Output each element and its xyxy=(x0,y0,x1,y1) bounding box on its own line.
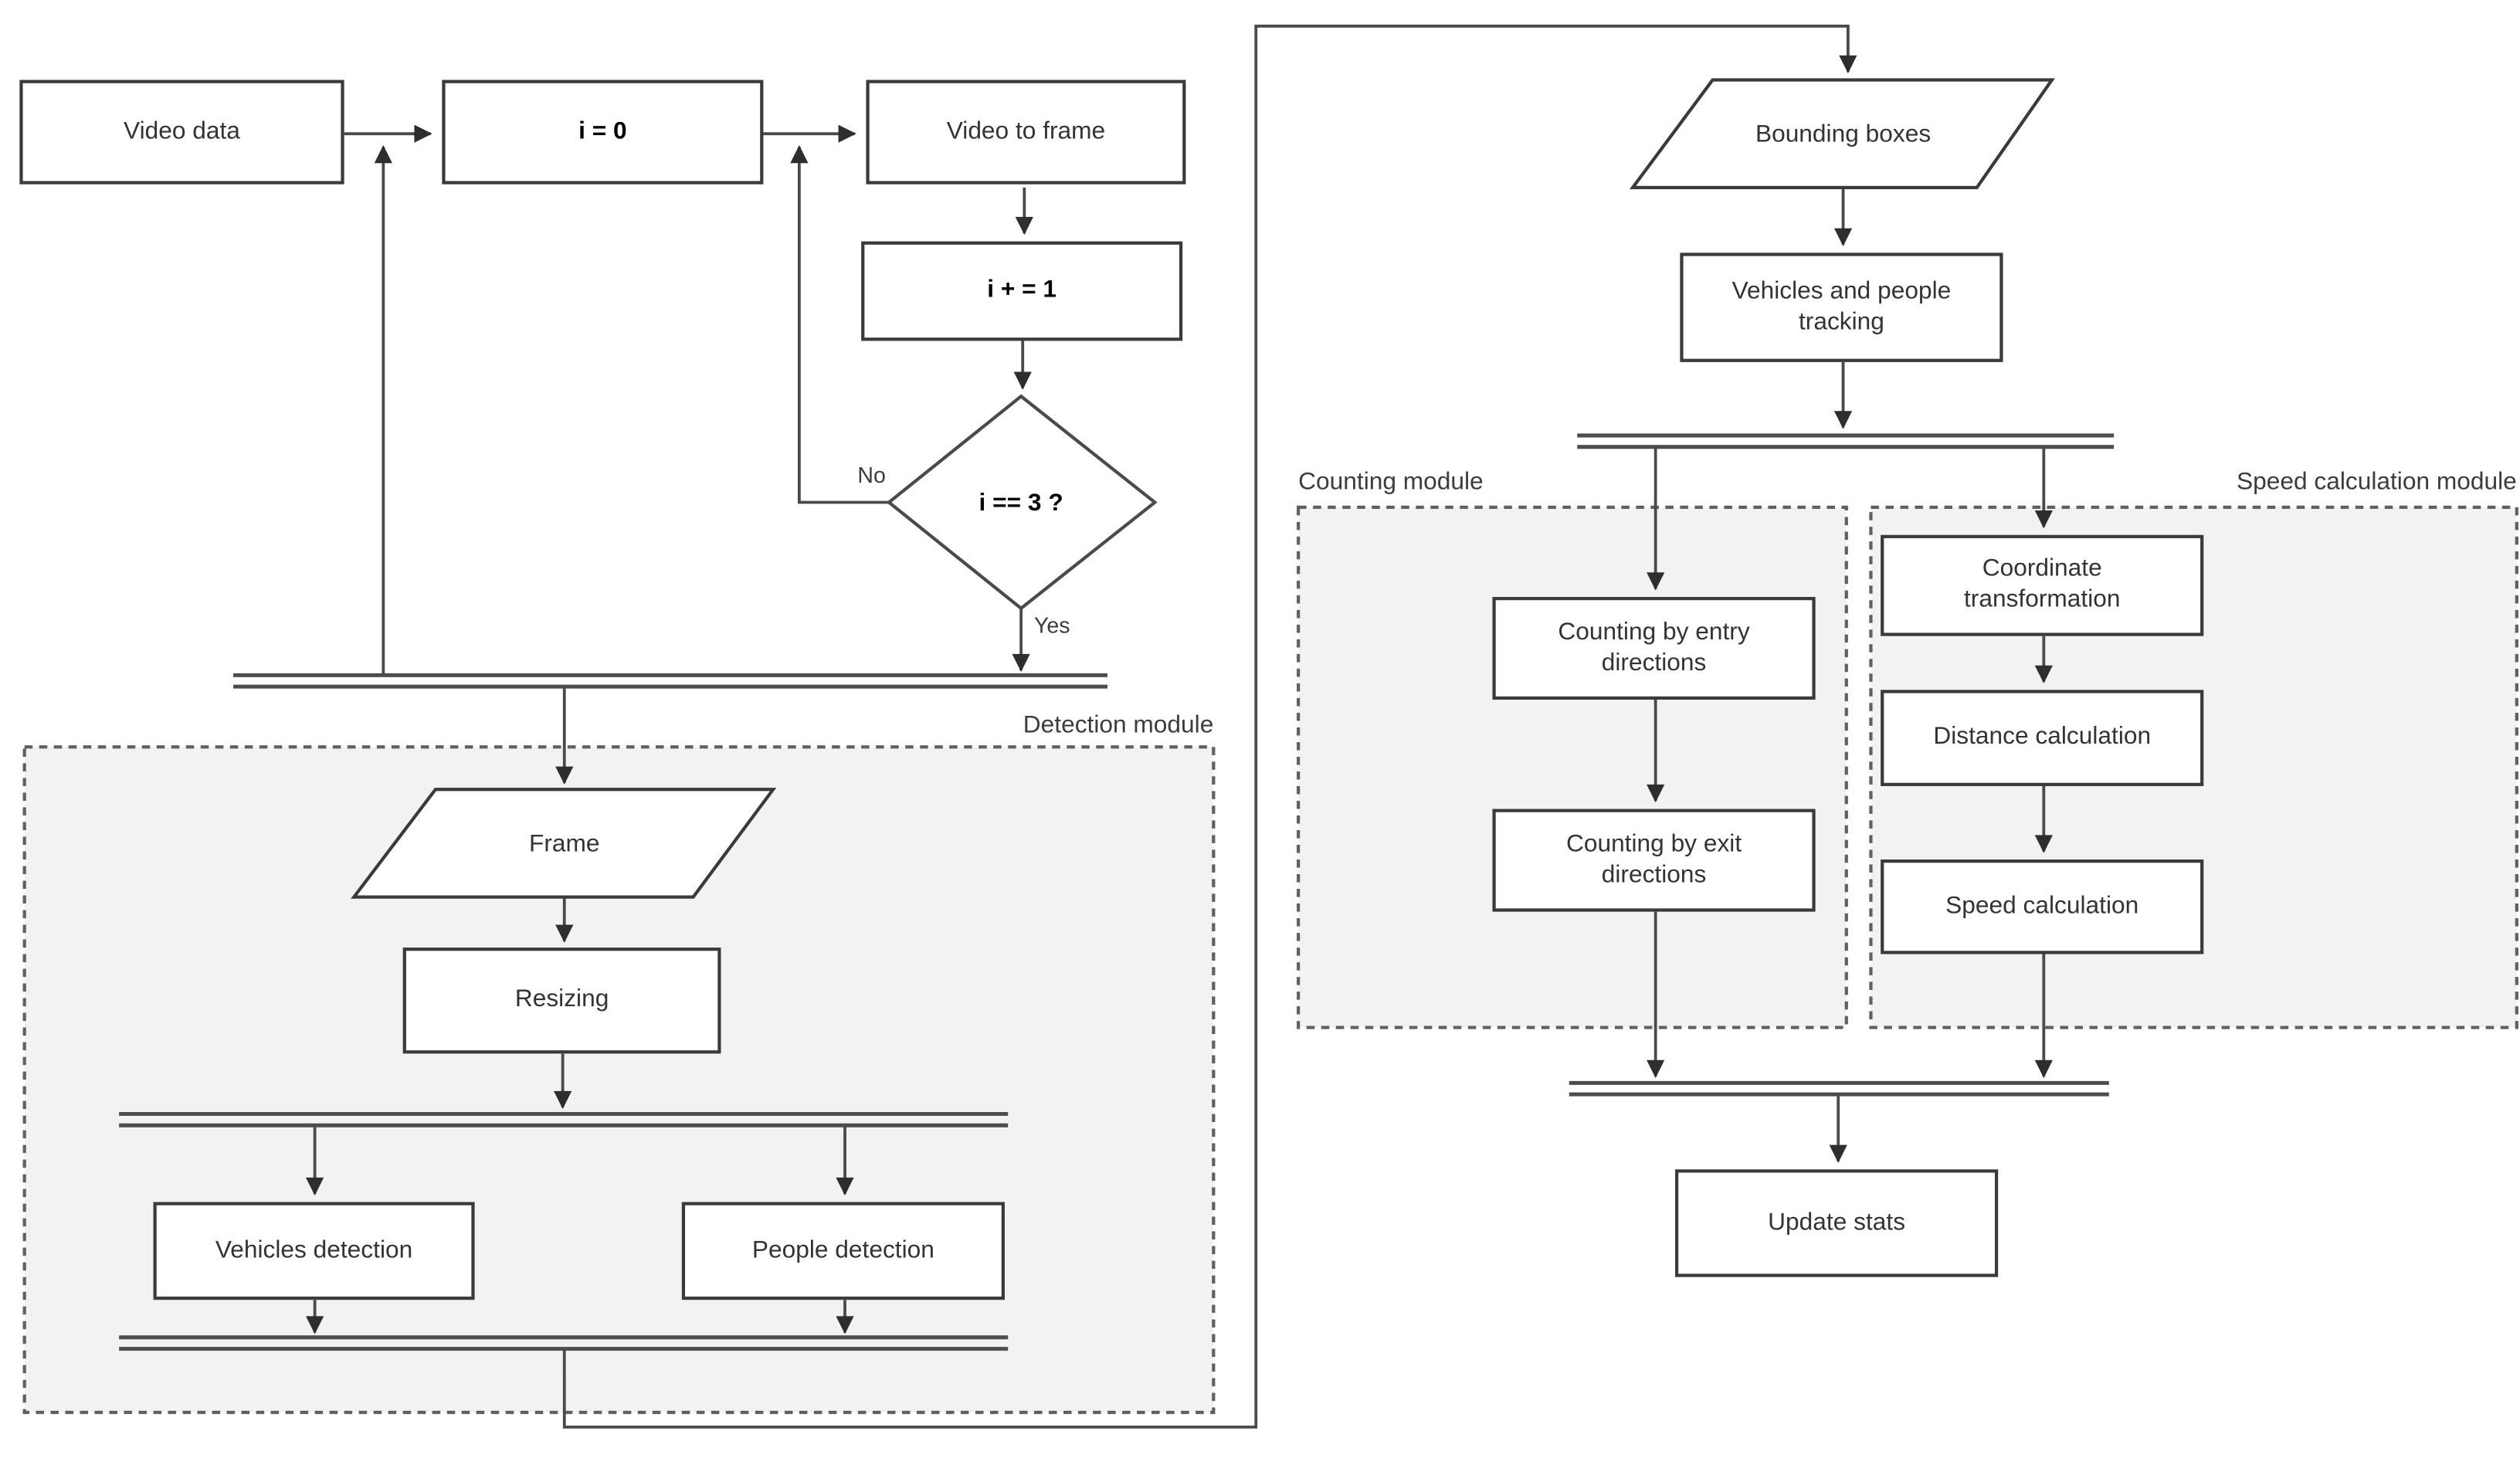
sync-bar-modules-join xyxy=(1569,1080,2109,1097)
node-i-increment: i + = 1 xyxy=(861,241,1183,341)
node-vehicles-people-tracking: Vehicles and people tracking xyxy=(1680,253,2003,362)
node-speed-calculation: Speed calculation xyxy=(1881,859,2204,954)
node-label: Vehicles and people tracking xyxy=(1731,276,1952,336)
edge-label-no: No xyxy=(857,463,886,488)
node-vehicles-detection: Vehicles detection xyxy=(153,1202,475,1300)
edge-label-yes: Yes xyxy=(1034,613,1070,638)
node-label: Speed calculation xyxy=(1945,891,2139,920)
node-people-detection: People detection xyxy=(681,1202,1005,1300)
node-video-to-frame: Video to frame xyxy=(866,80,1186,185)
node-update-stats: Update stats xyxy=(1675,1169,1999,1277)
node-label: Coordinate transformation xyxy=(1963,554,2121,614)
sync-bar-detection-fork xyxy=(119,1111,1009,1127)
module-title-speed: Speed calculation module xyxy=(2236,468,2517,497)
connectors xyxy=(305,24,2053,1429)
node-label: Video to frame xyxy=(946,117,1106,145)
shape-boundingboxes-parallelogram xyxy=(1629,78,2055,189)
sync-bar-tracking-fork xyxy=(1577,433,2115,449)
node-label: Counting by entry directions xyxy=(1558,617,1750,676)
node-counting-exit: Counting by exit directions xyxy=(1492,809,1816,912)
node-label: Counting by exit directions xyxy=(1565,829,1742,888)
edge-no-loop xyxy=(790,144,890,504)
node-i-init: i = 0 xyxy=(442,80,764,185)
node-label: i + = 1 xyxy=(987,276,1057,304)
module-title-detection: Detection module xyxy=(1023,710,1214,739)
node-label: Resizing xyxy=(514,985,609,1013)
node-distance-calculation: Distance calculation xyxy=(1881,690,2204,786)
node-coordinate-transformation: Coordinate transformation xyxy=(1881,534,2204,636)
sync-bar-detection-join xyxy=(119,1335,1009,1351)
node-label: Video data xyxy=(124,117,240,145)
module-title-counting: Counting module xyxy=(1298,468,1484,497)
node-video-data: Video data xyxy=(19,80,344,185)
node-label: Distance calculation xyxy=(1933,722,2152,751)
shape-frame-parallelogram xyxy=(351,788,777,899)
edge-detection-to-boundingboxes xyxy=(562,24,1857,1429)
node-counting-entry: Counting by entry directions xyxy=(1492,596,1816,700)
sync-bar-main-loop xyxy=(233,673,1108,689)
node-label: i = 0 xyxy=(578,117,627,145)
shape-loop-check-diamond xyxy=(886,394,1158,611)
node-label: Vehicles detection xyxy=(215,1236,413,1264)
node-label: People detection xyxy=(751,1236,934,1264)
module-box-counting xyxy=(1297,505,1848,1029)
node-resizing: Resizing xyxy=(402,948,721,1054)
node-label: Update stats xyxy=(1768,1208,1906,1236)
sync-bars xyxy=(119,433,2115,1351)
